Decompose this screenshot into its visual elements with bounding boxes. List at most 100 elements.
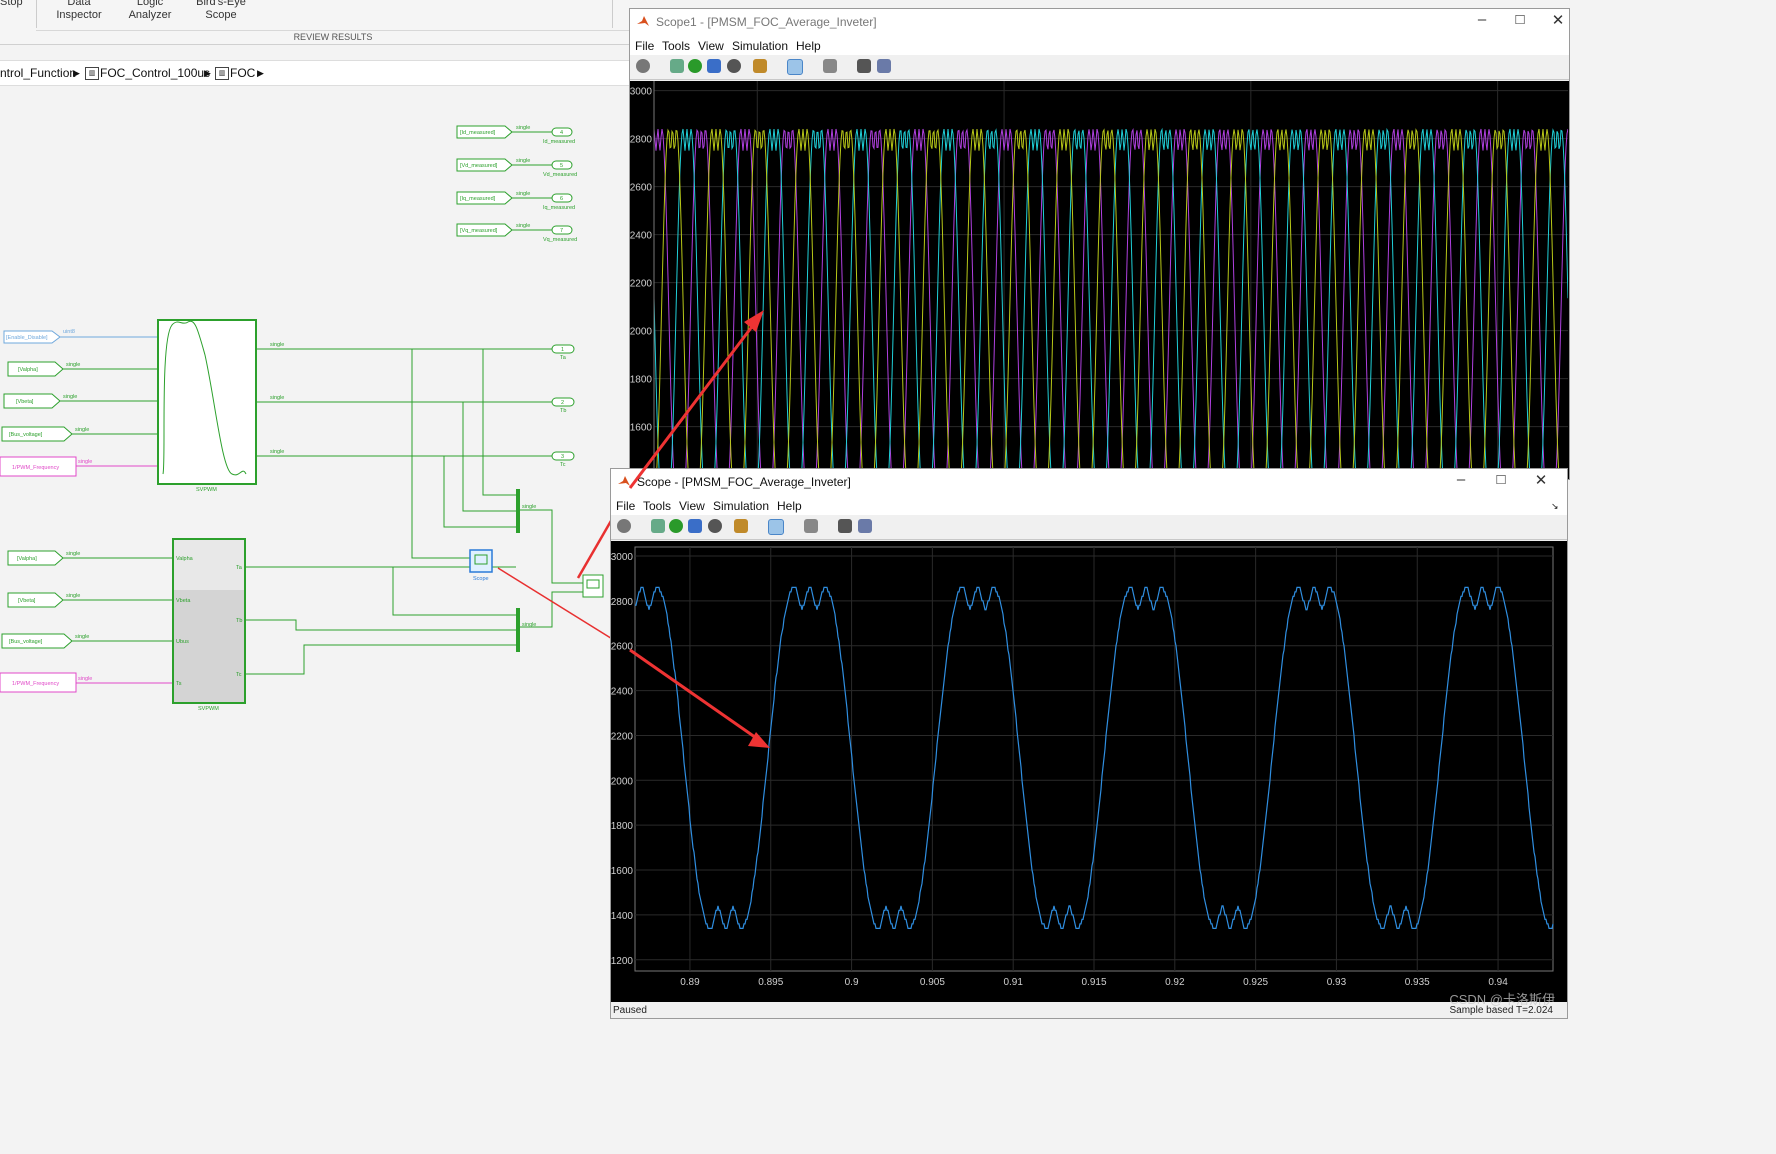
menu-simulation[interactable]: Simulation <box>732 39 789 53</box>
maximize-icon[interactable]: □ <box>1515 11 1525 28</box>
svpwm-subsystem[interactable] <box>157 319 257 485</box>
menu-file[interactable]: File <box>635 39 655 53</box>
x-tick-label: 0.94 <box>1488 977 1508 988</box>
from-block[interactable] <box>456 223 513 237</box>
block-name: SVPWM <box>196 487 217 493</box>
stop-icon[interactable] <box>708 519 722 533</box>
fit-to-view-icon[interactable] <box>823 59 837 73</box>
goto-row: [Id_measured] single 4 Id_measured <box>456 125 575 145</box>
cursor-measure-icon[interactable] <box>877 59 891 73</box>
output-port-label: Tb <box>236 618 242 624</box>
scope1-block[interactable] <box>582 574 604 598</box>
settings-gear-icon[interactable] <box>617 519 631 533</box>
close-icon[interactable]: ✕ <box>1534 472 1548 489</box>
highlight-icon[interactable] <box>753 59 767 73</box>
signal-type-label: single <box>516 223 530 229</box>
highlight-icon[interactable] <box>734 519 748 533</box>
title-bar[interactable]: Scope1 - [PMSM_FOC_Average_Inveter] – □ … <box>630 9 1569 35</box>
menu-help[interactable]: Help <box>796 39 821 53</box>
logic-analyzer-button[interactable]: Logic Analyzer <box>122 0 178 22</box>
from-block[interactable] <box>1 633 73 649</box>
cursor-measure-icon[interactable] <box>858 519 872 533</box>
menu-help[interactable]: Help <box>777 499 802 513</box>
y-tick-label: 3000 <box>611 552 633 563</box>
settings-gear-icon[interactable] <box>636 59 650 73</box>
minimize-icon[interactable]: – <box>1456 471 1466 488</box>
scope1-window[interactable]: Scope1 - [PMSM_FOC_Average_Inveter] – □ … <box>629 8 1570 480</box>
model-canvas[interactable]: [Id_measured] single 4 Id_measured [Vd_m… <box>0 86 630 1019</box>
data-inspector-button[interactable]: Data Inspector <box>50 0 108 22</box>
outport-block[interactable] <box>551 160 573 170</box>
x-tick-label: 0.895 <box>758 977 783 988</box>
close-icon[interactable]: ✕ <box>1551 12 1565 29</box>
x-tick-label: 0.935 <box>1405 977 1430 988</box>
logic-analyzer-label-1: Logic <box>136 0 164 8</box>
svpwm-block-2[interactable]: [Valpha] single [Vbeta] single [Bus_volt… <box>0 538 246 712</box>
stop-button[interactable]: Stop <box>0 0 23 8</box>
from-block[interactable] <box>7 361 64 377</box>
matlab-logo-icon <box>637 16 649 26</box>
scope-window[interactable]: Scope - [PMSM_FOC_Average_Inveter] – □ ✕… <box>610 468 1568 1019</box>
from-block[interactable] <box>456 158 513 172</box>
from-block[interactable] <box>7 592 64 608</box>
svpwm-block-1[interactable]: [Enable_Disable] uint8 [Valpha] single [… <box>0 319 575 493</box>
outport-block[interactable] <box>551 225 573 235</box>
from-block[interactable] <box>3 393 61 409</box>
from-block[interactable] <box>1 426 73 442</box>
menu-view[interactable]: View <box>698 39 724 53</box>
breadcrumb-item[interactable]: FOC <box>230 66 256 80</box>
from-block-label: [Bus_voltage] <box>9 432 43 438</box>
menu-simulation[interactable]: Simulation <box>713 499 770 513</box>
mux-block[interactable] <box>516 608 520 652</box>
y-tick-label: 3000 <box>630 87 652 98</box>
triggers-icon[interactable] <box>838 519 852 533</box>
ribbon-separator <box>36 0 37 28</box>
zoom-mode-icon[interactable] <box>787 59 803 75</box>
menu-file[interactable]: File <box>616 499 636 513</box>
menu-view[interactable]: View <box>679 499 705 513</box>
minimize-icon[interactable]: – <box>1477 11 1487 28</box>
zoom-mode-icon[interactable] <box>768 519 784 535</box>
outport-block[interactable] <box>551 127 573 137</box>
step-forward-icon[interactable] <box>688 519 702 533</box>
x-tick-label: 0.89 <box>680 977 700 988</box>
signal-type-label: single <box>522 504 536 510</box>
from-block[interactable] <box>7 550 64 566</box>
birds-eye-scope-button[interactable]: Bird's-Eye Scope <box>190 0 252 22</box>
title-bar[interactable]: Scope - [PMSM_FOC_Average_Inveter] – □ ✕ <box>611 469 1567 495</box>
run-icon[interactable] <box>688 59 702 73</box>
block-name: SVPWM <box>198 706 219 712</box>
scope-screen-icon <box>474 554 488 565</box>
outport-block[interactable] <box>551 193 573 203</box>
from-block[interactable] <box>456 125 513 139</box>
fit-to-view-icon[interactable] <box>804 519 818 533</box>
outport-block[interactable] <box>551 451 575 461</box>
breadcrumb-item[interactable]: FOC_Control_100us <box>100 66 211 80</box>
from-block[interactable] <box>3 330 61 344</box>
block-name: Scope <box>473 576 489 582</box>
triggers-icon[interactable] <box>857 59 871 73</box>
maximize-icon[interactable]: □ <box>1496 471 1506 488</box>
signal-type-label: single <box>75 427 89 433</box>
breadcrumb-item[interactable]: ntrol_Function <box>0 66 77 80</box>
menu-tools[interactable]: Tools <box>643 499 672 513</box>
from-block[interactable] <box>456 191 513 205</box>
run-icon[interactable] <box>669 519 683 533</box>
outport-block[interactable] <box>551 397 575 407</box>
step-forward-icon[interactable] <box>707 59 721 73</box>
menu-tools[interactable]: Tools <box>662 39 691 53</box>
constant-block-label: 1/PWM_Frequency <box>12 465 59 471</box>
toolbar <box>630 55 1569 80</box>
stop-icon[interactable] <box>727 59 741 73</box>
outport-block[interactable] <box>551 344 575 354</box>
step-back-icon[interactable] <box>670 59 684 73</box>
dock-arrow-icon[interactable]: ↘ <box>1551 501 1559 511</box>
scope-block[interactable] <box>469 549 493 573</box>
series-line <box>635 586 1554 929</box>
step-back-icon[interactable] <box>651 519 665 533</box>
mux-block[interactable] <box>516 489 520 533</box>
